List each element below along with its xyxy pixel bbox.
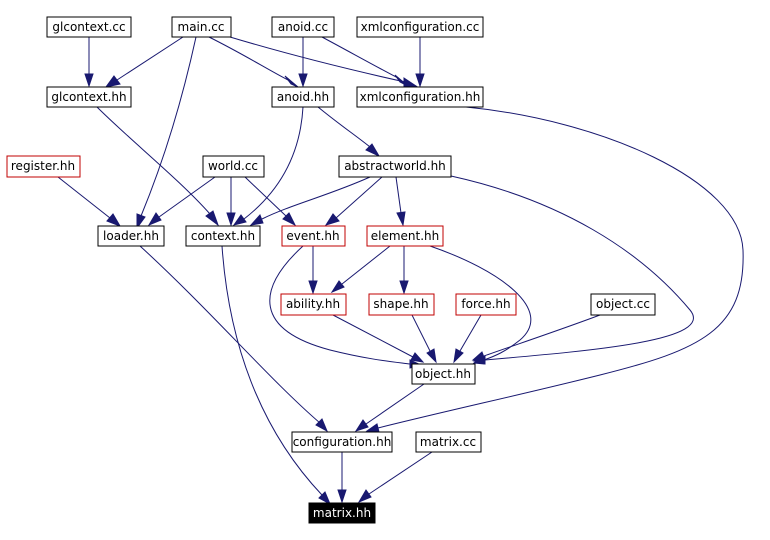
svg-text:shape.hh: shape.hh [373,297,428,311]
node-xmlconfiguration-hh[interactable]: xmlconfiguration.hh [356,86,484,108]
edge-context-hh-to-matrix-hh [221,245,332,506]
edge-main-cc-to-loader-hh [136,36,197,230]
node-object-hh[interactable]: object.hh [411,363,476,385]
edges [57,36,744,506]
svg-text:anoid.hh: anoid.hh [277,90,329,104]
edge-main-cc-to-glcontext-hh [104,36,184,88]
node-matrix-cc[interactable]: matrix.cc [415,431,482,453]
node-context-hh[interactable]: context.hh [185,225,261,247]
svg-text:ability.hh: ability.hh [286,297,340,311]
edge-world-cc-to-loader-hh [147,176,216,227]
edge-abstractworld-hh-to-object-hh [450,175,694,365]
svg-text:main.cc: main.cc [178,20,225,34]
edge-shape-hh-to-object-hh [411,314,437,364]
svg-text:event.hh: event.hh [286,229,339,243]
edge-event-hh-to-ability-hh [308,246,318,295]
node-world-cc[interactable]: world.cc [202,155,265,178]
edge-main-cc-to-anoid-hh [208,36,299,88]
node-main-cc[interactable]: main.cc [171,16,232,38]
svg-text:register.hh: register.hh [11,159,75,173]
svg-text:world.cc: world.cc [208,159,258,173]
edge-world-cc-to-event-hh [244,176,297,227]
edge-anoid-cc-to-anoid-hh [298,37,308,88]
edge-element-hh-to-ability-hh [330,245,391,294]
node-event-hh[interactable]: event.hh [281,225,346,247]
node-loader-hh[interactable]: loader.hh [97,225,165,247]
node-shape-hh[interactable]: shape.hh [368,293,435,316]
edge-anoid-hh-to-context-hh [232,106,304,226]
edge-abstractworld-hh-to-event-hh [324,176,383,226]
edge-element-hh-to-shape-hh [399,246,409,295]
edge-register-hh-to-loader-hh [57,176,122,227]
node-force-hh[interactable]: force.hh [455,293,517,316]
svg-text:object.cc: object.cc [596,297,650,311]
edge-object-hh-to-configuration-hh [354,383,425,432]
svg-text:xmlconfiguration.hh: xmlconfiguration.hh [360,90,481,104]
svg-text:glcontext.hh: glcontext.hh [51,90,126,104]
edge-ability-hh-to-object-hh [332,314,425,363]
node-anoid-hh[interactable]: anoid.hh [271,86,335,108]
node-glcontext-cc[interactable]: glcontext.cc [46,16,132,38]
node-abstractworld-hh[interactable]: abstractworld.hh [338,155,452,178]
edge-glcontext-hh-to-context-hh [96,106,220,227]
svg-text:force.hh: force.hh [461,297,510,311]
node-register-hh[interactable]: register.hh [6,155,81,178]
svg-text:object.hh: object.hh [415,367,471,381]
svg-text:context.hh: context.hh [191,229,255,243]
svg-text:glcontext.cc: glcontext.cc [52,20,125,34]
node-glcontext-hh[interactable]: glcontext.hh [46,86,132,108]
node-object-cc[interactable]: object.cc [590,293,656,316]
edge-xmlconfiguration-cc-to-xmlconfiguration-hh [415,37,425,88]
svg-text:matrix.hh: matrix.hh [313,506,371,520]
node-configuration-hh[interactable]: configuration.hh [291,431,393,453]
svg-text:configuration.hh: configuration.hh [293,435,392,449]
svg-text:xmlconfiguration.cc: xmlconfiguration.cc [361,20,480,34]
svg-text:anoid.cc: anoid.cc [278,20,328,34]
edge-object-cc-to-object-hh [471,314,601,361]
edge-abstractworld-hh-to-element-hh [395,176,406,227]
edge-world-cc-to-context-hh [226,177,236,227]
edge-anoid-cc-to-xmlconfiguration-hh [321,36,409,87]
nodes: glcontext.cc main.cc anoid.cc xmlconfigu… [6,16,656,524]
node-xmlconfiguration-cc[interactable]: xmlconfiguration.cc [356,16,484,38]
edge-matrix-cc-to-matrix-hh [357,451,433,504]
edge-force-hh-to-object-hh [453,314,482,364]
edge-main-cc-to-xmlconfiguration-hh [229,36,418,87]
node-anoid-cc[interactable]: anoid.cc [271,16,335,38]
edge-configuration-hh-to-matrix-hh [337,452,347,504]
edge-anoid-hh-to-abstractworld-hh [317,106,381,158]
node-element-hh[interactable]: element.hh [366,225,444,247]
svg-text:abstractworld.hh: abstractworld.hh [344,159,446,173]
node-matrix-hh[interactable]: matrix.hh [308,502,376,524]
svg-text:loader.hh: loader.hh [103,229,159,243]
edge-abstractworld-hh-to-context-hh [249,176,371,226]
edge-glcontext-cc-to-glcontext-hh [84,37,94,88]
svg-text:matrix.cc: matrix.cc [420,435,476,449]
node-ability-hh[interactable]: ability.hh [280,293,347,316]
svg-text:element.hh: element.hh [371,229,440,243]
